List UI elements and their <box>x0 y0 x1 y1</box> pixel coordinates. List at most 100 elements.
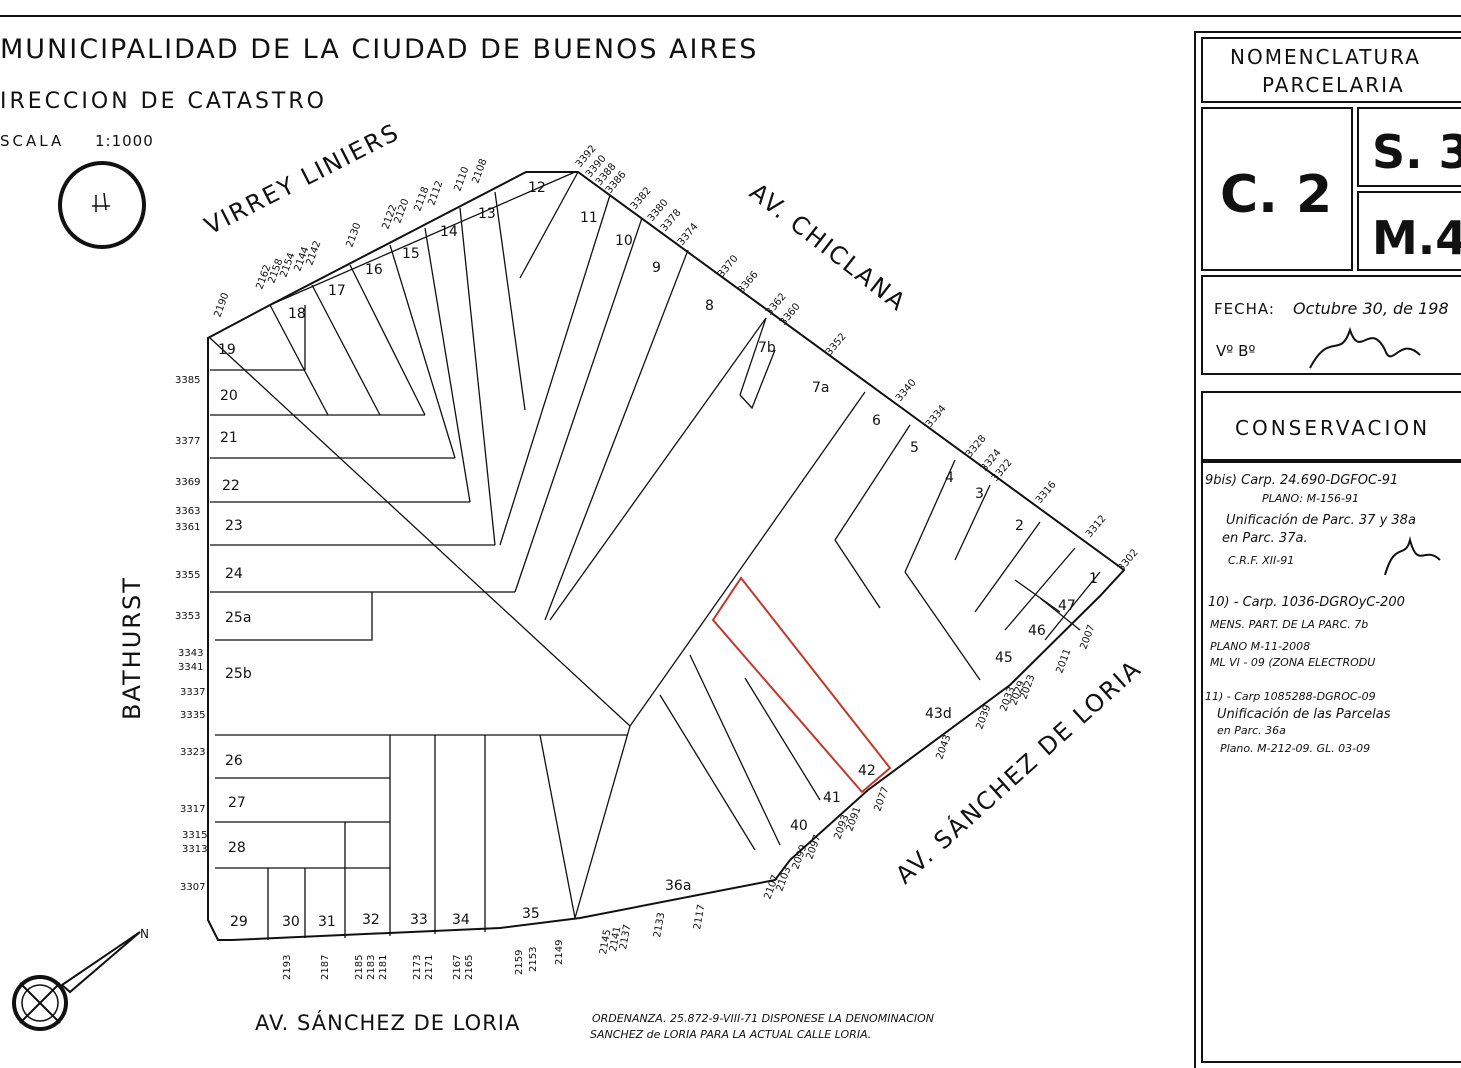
lot-22: 22 <box>222 478 240 494</box>
note-8: ML VI - 09 (ZONA ELECTRODU <box>1210 656 1375 669</box>
parcel-lines <box>209 171 1101 940</box>
svg-text:3377: 3377 <box>175 436 200 447</box>
svg-text:2110: 2110 <box>452 165 471 193</box>
svg-text:2167: 2167 <box>452 955 463 980</box>
note-3: en Parc. 37a. <box>1222 531 1308 546</box>
lot-14: 14 <box>440 224 458 240</box>
lot-18: 18 <box>288 306 306 322</box>
svg-text:N: N <box>140 927 149 941</box>
lot-43d: 43d <box>925 706 952 722</box>
lot-46: 46 <box>1028 623 1046 639</box>
lot-20: 20 <box>220 388 238 404</box>
lot-3: 3 <box>975 486 984 502</box>
lot-6: 6 <box>872 413 881 429</box>
conservacion-title: CONSERVACION <box>1235 416 1430 440</box>
svg-text:3353: 3353 <box>175 611 200 622</box>
svg-text:3323: 3323 <box>180 747 205 758</box>
lot-33: 33 <box>410 912 428 928</box>
lot-2: 2 <box>1015 518 1024 534</box>
lot-16: 16 <box>365 262 383 278</box>
svg-text:3313: 3313 <box>182 844 207 855</box>
note-11: en Parc. 36a <box>1217 724 1286 737</box>
svg-text:2171: 2171 <box>424 955 435 980</box>
lot-25a: 25a <box>225 610 251 626</box>
street-av-chiclana: AV. CHICLANA <box>744 178 912 318</box>
svg-text:3374: 3374 <box>676 221 701 248</box>
svg-text:2137: 2137 <box>618 924 633 951</box>
lot-19: 19 <box>218 342 236 358</box>
svg-text:2039: 2039 <box>974 703 993 731</box>
svg-text:2187: 2187 <box>320 955 331 980</box>
svg-text:3316: 3316 <box>1034 479 1059 506</box>
scale-value: 1:1000 <box>95 132 154 150</box>
svg-text:2130: 2130 <box>344 221 363 249</box>
manzana-code: M.45 <box>1372 211 1461 265</box>
municipality-title: MUNICIPALIDAD DE LA CIUDAD DE BUENOS AIR… <box>0 34 758 65</box>
svg-text:3335: 3335 <box>180 710 205 721</box>
svg-text:2023: 2023 <box>1018 673 1037 701</box>
lot-4: 4 <box>945 470 954 486</box>
highlighted-parcel-42[interactable] <box>711 576 892 794</box>
nomenclature-panel: NOMENCLATURA PARCELARIA C. 2 S. 32 M.45 … <box>1194 31 1461 1068</box>
svg-text:3382: 3382 <box>629 185 654 212</box>
lot-31: 31 <box>318 914 336 930</box>
panel-title-2: PARCELARIA <box>1262 73 1405 97</box>
note-9: 11) - Carp 1085288-DGROC-09 <box>1205 690 1376 703</box>
lot-36a: 36a <box>665 878 691 894</box>
conservacion-notes: 9bis) Carp. 24.690-DGFOC-91 PLANO: M-156… <box>1205 473 1441 755</box>
signature-vobo <box>1309 326 1421 369</box>
svg-text:3302: 3302 <box>1116 547 1141 574</box>
lot-23: 23 <box>225 518 243 534</box>
svg-text:2183: 2183 <box>366 955 377 980</box>
lot-numbers: 1 2 3 4 5 6 7a 7b 8 9 10 11 12 13 14 15 … <box>218 180 1098 930</box>
lot-21: 21 <box>220 430 238 446</box>
lot-42: 42 <box>858 763 876 779</box>
svg-text:2165: 2165 <box>464 955 475 980</box>
lot-32: 32 <box>362 912 380 928</box>
fecha-value: Octubre 30, de 198 <box>1293 299 1449 318</box>
lot-28: 28 <box>228 840 246 856</box>
svg-text:2181: 2181 <box>378 955 389 980</box>
svg-text:3328: 3328 <box>964 433 989 460</box>
lot-13: 13 <box>478 206 496 222</box>
svg-text:2117: 2117 <box>692 904 707 931</box>
street-av-sanchez-de-loria-bottom: AV. SÁNCHEZ DE LORIA <box>255 1010 520 1035</box>
lot-25b: 25b <box>225 666 252 682</box>
svg-text:2097: 2097 <box>804 833 823 861</box>
svg-text:3337: 3337 <box>180 687 205 698</box>
note-0: 9bis) Carp. 24.690-DGFOC-91 <box>1205 473 1398 488</box>
lot-27: 27 <box>228 795 246 811</box>
svg-text:3343: 3343 <box>178 648 203 659</box>
seccion-code: S. 32 <box>1372 125 1461 179</box>
fecha-label: FECHA: <box>1214 300 1275 318</box>
lot-17: 17 <box>328 283 346 299</box>
north-arrow-icon: N <box>12 927 149 1031</box>
svg-text:2193: 2193 <box>282 955 293 980</box>
note-5: 10) - Carp. 1036-DGROyC-200 <box>1208 595 1405 610</box>
block-outline <box>207 171 1126 941</box>
lot-7b: 7b <box>758 340 776 356</box>
ordinance-line-2: SANCHEZ de LORIA PARA LA ACTUAL CALLE LO… <box>590 1028 871 1041</box>
lot-45: 45 <box>995 650 1013 666</box>
svg-text:3366: 3366 <box>736 269 761 296</box>
door-numbers-bathurst: 3385 3377 3369 3363 3361 3355 3353 3343 … <box>175 375 207 893</box>
lot-7a: 7a <box>812 380 830 396</box>
note-2: Unificación de Parc. 37 y 38a <box>1226 513 1416 528</box>
door-numbers-chiclana: 3392 3390 3388 3386 3382 3380 3378 3374 … <box>574 143 1141 574</box>
svg-text:2133: 2133 <box>652 912 667 939</box>
note-7: PLANO M-11-2008 <box>1210 640 1310 653</box>
svg-text:2120: 2120 <box>392 197 411 225</box>
lot-9: 9 <box>652 260 661 276</box>
lot-11: 11 <box>580 210 598 226</box>
note-12: Plano. M-212-09. GL. 03-09 <box>1220 742 1370 755</box>
svg-text:2185: 2185 <box>354 955 365 980</box>
svg-text:3307: 3307 <box>180 882 205 893</box>
svg-text:2141: 2141 <box>608 926 623 953</box>
lot-35: 35 <box>522 906 540 922</box>
svg-text:3369: 3369 <box>175 477 200 488</box>
svg-text:3355: 3355 <box>175 570 200 581</box>
lot-24: 24 <box>225 566 243 582</box>
svg-text:3315: 3315 <box>182 830 207 841</box>
svg-text:2103: 2103 <box>774 865 793 893</box>
svg-text:3352: 3352 <box>824 331 849 358</box>
